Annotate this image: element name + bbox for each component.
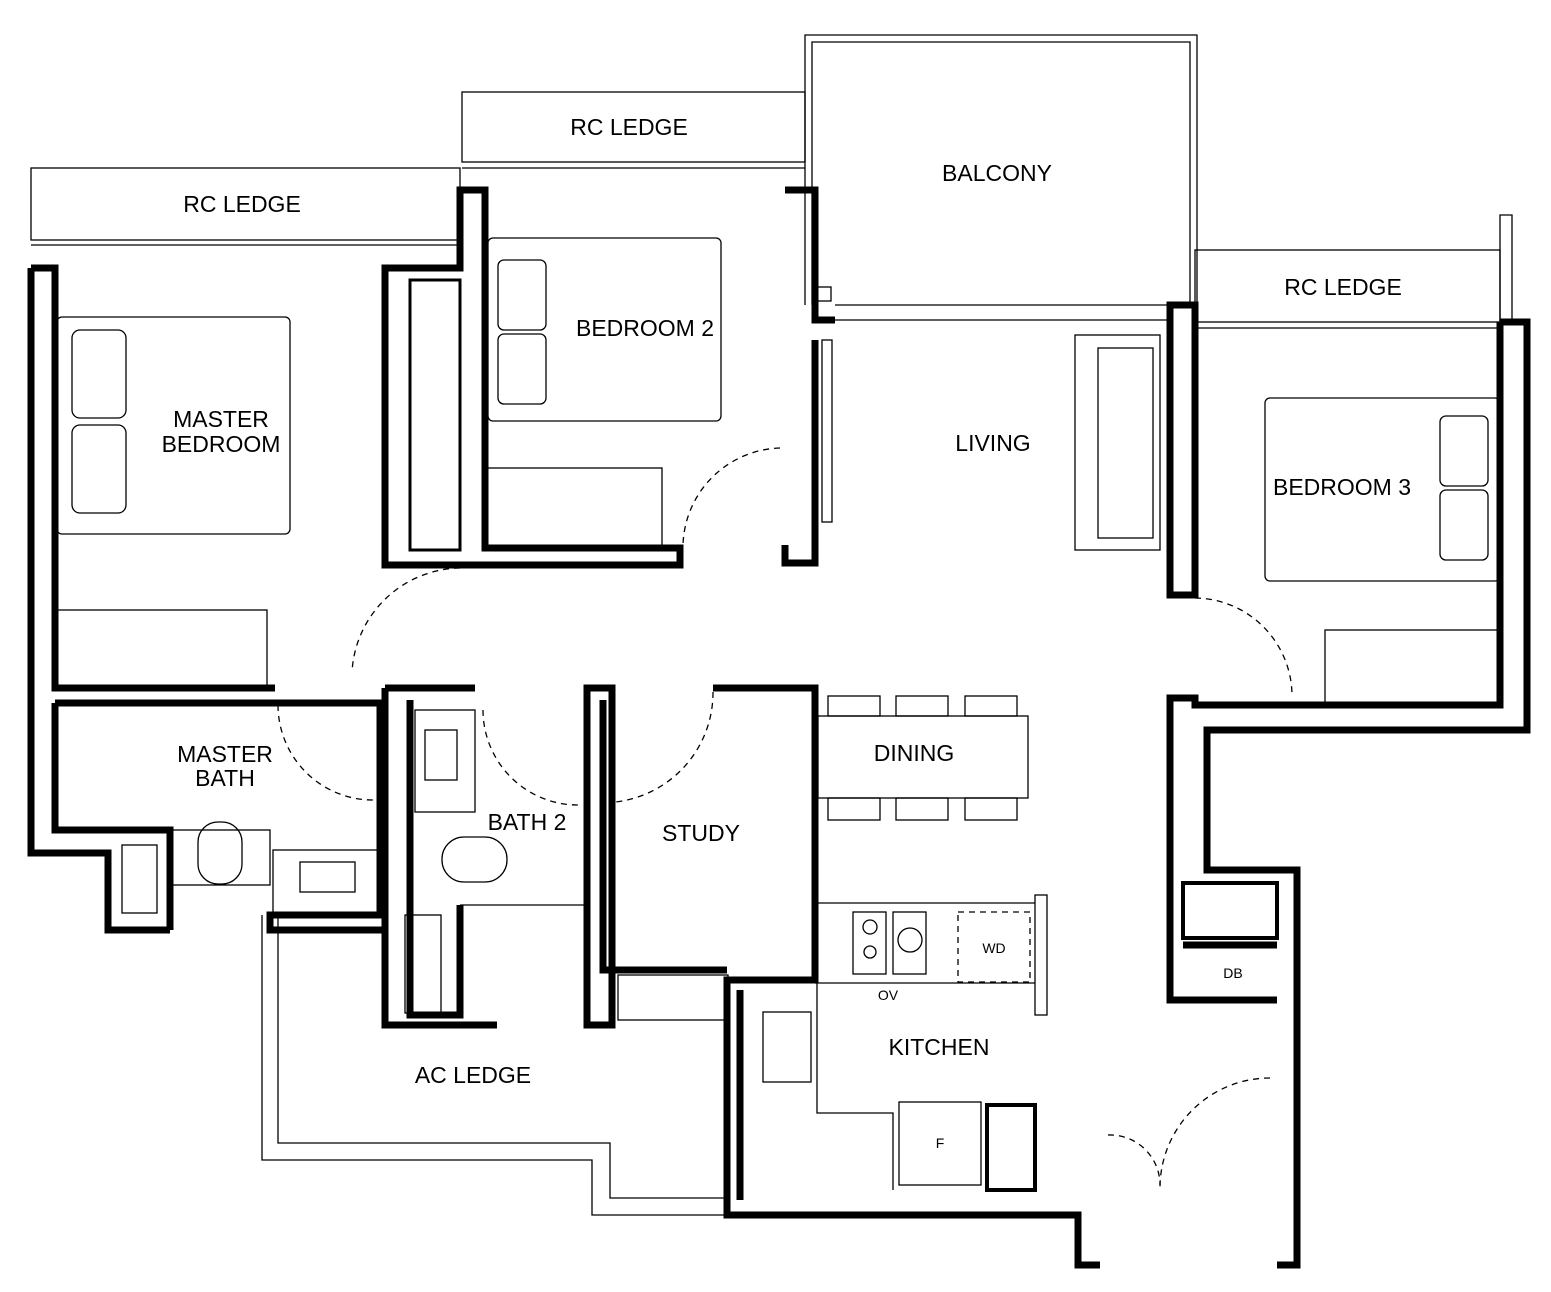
washer-dryer-space bbox=[957, 911, 1031, 983]
bath-2-sink bbox=[424, 729, 458, 781]
label-master-bedroom-line2: BEDROOM bbox=[162, 431, 281, 457]
sofa bbox=[1074, 334, 1161, 551]
pillow bbox=[497, 333, 547, 405]
tv-console bbox=[821, 339, 833, 523]
label-master-bath-line2: BATH bbox=[195, 765, 255, 791]
label-rc-ledge-left: RC LEDGE bbox=[183, 191, 301, 217]
bath-2-vanity bbox=[414, 709, 476, 813]
label-dining: DINING bbox=[874, 740, 955, 766]
balcony-outline bbox=[804, 34, 1198, 305]
kitchen-window bbox=[1034, 894, 1048, 1016]
pillow bbox=[497, 259, 547, 331]
door-swing-master-bedroom bbox=[351, 567, 461, 673]
pillow bbox=[1439, 489, 1489, 561]
furniture bbox=[54, 237, 1501, 1192]
master-bed bbox=[56, 316, 291, 535]
sofa-seat bbox=[1097, 347, 1154, 539]
label-rc-ledge-mid: RC LEDGE bbox=[570, 114, 688, 140]
label-master-bath-line1: MASTER bbox=[177, 741, 273, 767]
kitchen-shaft bbox=[985, 1103, 1037, 1192]
pillow bbox=[71, 329, 127, 419]
label-balcony: BALCONY bbox=[942, 160, 1052, 186]
door-swing-entrance-leaf bbox=[1107, 1134, 1161, 1186]
ledges bbox=[30, 34, 1513, 1216]
label-master-bedroom-line1: MASTER bbox=[173, 406, 269, 432]
label-kitchen: KITCHEN bbox=[889, 1034, 990, 1060]
label-living: LIVING bbox=[955, 430, 1030, 456]
door-swing-main-entrance bbox=[1159, 1077, 1271, 1191]
label-ac-ledge: AC LEDGE bbox=[415, 1062, 531, 1088]
bedroom-2-bed bbox=[487, 237, 722, 422]
label-rc-ledge-right: RC LEDGE bbox=[1284, 274, 1402, 300]
master-bath-counter bbox=[169, 829, 271, 886]
room-labels: RC LEDGE RC LEDGE BALCONY RC LEDGE MASTE… bbox=[162, 114, 1411, 1151]
kitchen-sink bbox=[762, 1011, 812, 1083]
label-bedroom-3: BEDROOM 3 bbox=[1273, 474, 1411, 500]
door-swing-bath-2 bbox=[482, 709, 579, 806]
doors bbox=[277, 447, 1293, 1191]
label-oven: OV bbox=[878, 987, 899, 1003]
master-toilet bbox=[197, 821, 243, 885]
label-washer-dryer: WD bbox=[982, 940, 1005, 956]
door-swing-bedroom-3 bbox=[1194, 597, 1293, 696]
pillow bbox=[71, 424, 127, 514]
bath-2-toilet bbox=[441, 836, 508, 883]
bedroom-3-bed bbox=[1264, 397, 1501, 582]
column-marker bbox=[816, 286, 832, 302]
bedroom-3-wardrobe bbox=[1324, 629, 1501, 706]
fridge bbox=[898, 1101, 982, 1186]
bedroom-2-wardrobe bbox=[485, 467, 663, 549]
label-bedroom-2: BEDROOM 2 bbox=[576, 315, 714, 341]
master-wardrobe bbox=[54, 609, 268, 689]
hob bbox=[852, 911, 887, 975]
bath-2-shower bbox=[404, 914, 442, 1014]
door-swing-study bbox=[614, 691, 714, 803]
label-fridge: F bbox=[936, 1135, 945, 1151]
door-swing-master-bath bbox=[277, 704, 374, 801]
oven bbox=[892, 911, 927, 975]
label-bath-2: BATH 2 bbox=[488, 809, 567, 835]
pillow bbox=[1439, 415, 1489, 487]
master-shower bbox=[121, 844, 158, 914]
door-swing-bedroom-2 bbox=[682, 447, 781, 546]
ac-ledge-outline bbox=[261, 915, 727, 1216]
label-distribution-board: DB bbox=[1223, 965, 1242, 981]
study-window bbox=[617, 974, 729, 1021]
service-shaft bbox=[1181, 881, 1279, 940]
master-vanity bbox=[272, 849, 381, 916]
label-study: STUDY bbox=[662, 820, 740, 846]
walls bbox=[27, 186, 1531, 1269]
master-sink bbox=[299, 861, 356, 893]
